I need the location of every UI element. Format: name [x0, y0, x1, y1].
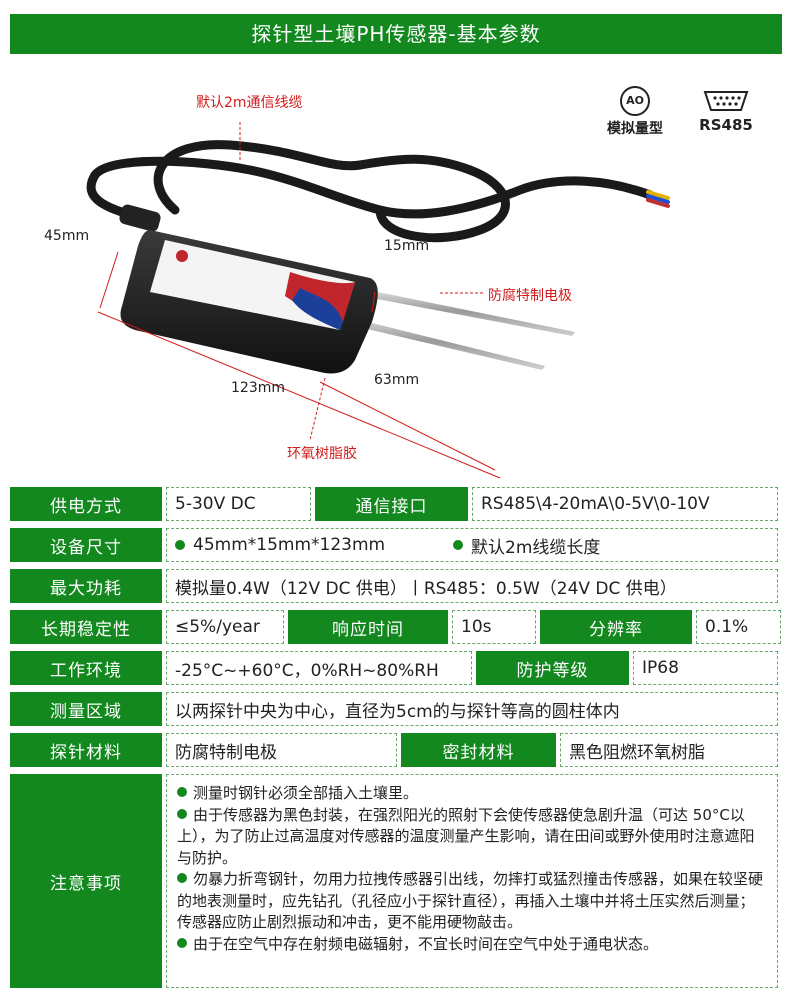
sensor-body	[120, 230, 378, 374]
bullet-icon	[175, 540, 185, 550]
note-item: 测量时钢针必须全部插入土壤里。	[177, 783, 769, 805]
dim-probe: 63mm	[374, 372, 420, 388]
bullet-icon	[177, 937, 187, 948]
notes-label: 注意事项	[10, 774, 162, 988]
stability-label: 长期稳定性	[10, 610, 162, 644]
env-value: -25°C~+60°C，0%RH~80%RH	[166, 651, 472, 685]
page-title: 探针型土壤PH传感器-基本参数	[10, 14, 782, 54]
size-value-cell: 45mm*15mm*123mm 默认2m线缆长度	[166, 528, 778, 562]
probes	[320, 286, 575, 370]
wire-ends	[646, 190, 670, 208]
analog-label: 模拟量型	[607, 121, 663, 137]
dim-width: 45mm	[44, 228, 90, 244]
seal-label: 密封材料	[401, 733, 556, 767]
bullet-icon	[453, 540, 463, 550]
product-figure: 默认2m通信线缆 防腐特制电极 环氧树脂胶 45mm 15mm 123mm 63…	[0, 60, 799, 480]
area-label: 测量区域	[10, 692, 162, 726]
note-item: 由于在空气中存在射频电磁辐射，不宜长时间在空气中处于通电状态。	[177, 934, 769, 956]
power-cons-label: 最大功耗	[10, 569, 162, 603]
electrode-note: 防腐特制电极	[488, 288, 572, 304]
bullet-icon	[177, 787, 187, 797]
row-notes: 注意事项 测量时钢针必须全部插入土壤里。 由于传感器为黑色封装，在强烈阳光的照射…	[10, 774, 782, 988]
resolution-label: 分辨率	[540, 610, 692, 644]
bullet-icon	[177, 873, 187, 883]
row-area: 测量区域 以两探针中央为中心，直径为5cm的与探针等高的圆柱体内	[10, 692, 782, 726]
cable-value: 默认2m线缆长度	[471, 537, 601, 558]
note-item: 由于传感器为黑色封装，在强烈阳光的照射下会使传感器使急剧升温（可达 50°C以上…	[177, 805, 755, 867]
dimension-lines	[97, 122, 501, 479]
power-value: 5-30V DC	[166, 487, 311, 521]
note-item: 传感器应防止剧烈振动和冲击，更不能用硬物敲击。	[177, 913, 523, 931]
sensor-illustration	[86, 122, 670, 479]
dim-thickness: 15mm	[384, 238, 430, 254]
protect-value: IP68	[633, 651, 778, 685]
probe-value: 防腐特制电极	[166, 733, 397, 767]
dim-length: 123mm	[231, 380, 285, 396]
epoxy-note: 环氧树脂胶	[287, 446, 357, 462]
cable	[86, 140, 655, 243]
row-stability: 长期稳定性 ≤5%/year 响应时间 10s 分辨率 0.1%	[10, 610, 782, 644]
power-label: 供电方式	[10, 487, 162, 521]
stability-value: ≤5%/year	[166, 610, 284, 644]
comm-label: 通信接口	[315, 487, 468, 521]
area-value: 以两探针中央为中心，直径为5cm的与探针等高的圆柱体内	[166, 692, 778, 726]
analog-badge: AO 模拟量型	[600, 86, 670, 138]
row-materials: 探针材料 防腐特制电极 密封材料 黑色阻燃环氧树脂	[10, 733, 782, 767]
env-label: 工作环境	[10, 651, 162, 685]
probe-label: 探针材料	[10, 733, 162, 767]
ao-icon: AO	[620, 86, 650, 116]
cable-note: 默认2m通信线缆	[196, 95, 303, 111]
seal-value: 黑色阻燃环氧树脂	[560, 733, 778, 767]
db9-connector-icon	[703, 91, 749, 111]
note-item: 勿暴力折弯钢针，勿用力拉拽传感器引出线，勿摔打或猛烈撞击传感器，如果在较坚硬的地…	[177, 870, 764, 910]
protect-label: 防护等级	[476, 651, 629, 685]
row-consumption: 最大功耗 模拟量0.4W（12V DC 供电）丨RS485：0.5W（24V D…	[10, 569, 782, 603]
rs485-label: RS485	[699, 116, 753, 134]
row-power: 供电方式 5-30V DC 通信接口 RS485\4-20mA\0-5V\0-1…	[10, 487, 782, 521]
power-cons-value: 模拟量0.4W（12V DC 供电）丨RS485：0.5W（24V DC 供电）	[166, 569, 778, 603]
bullet-icon	[177, 808, 187, 819]
notes-list: 测量时钢针必须全部插入土壤里。 由于传感器为黑色封装，在强烈阳光的照射下会使传感…	[166, 774, 778, 988]
response-label: 响应时间	[288, 610, 448, 644]
size-label: 设备尺寸	[10, 528, 162, 562]
comm-value: RS485\4-20mA\0-5V\0-10V	[472, 487, 778, 521]
row-size: 设备尺寸 45mm*15mm*123mm 默认2m线缆长度	[10, 528, 782, 562]
rs485-badge: RS485	[696, 90, 756, 134]
row-environment: 工作环境 -25°C~+60°C，0%RH~80%RH 防护等级 IP68	[10, 651, 782, 685]
size-value: 45mm*15mm*123mm	[193, 535, 386, 555]
resolution-value: 0.1%	[696, 610, 781, 644]
response-value: 10s	[452, 610, 536, 644]
